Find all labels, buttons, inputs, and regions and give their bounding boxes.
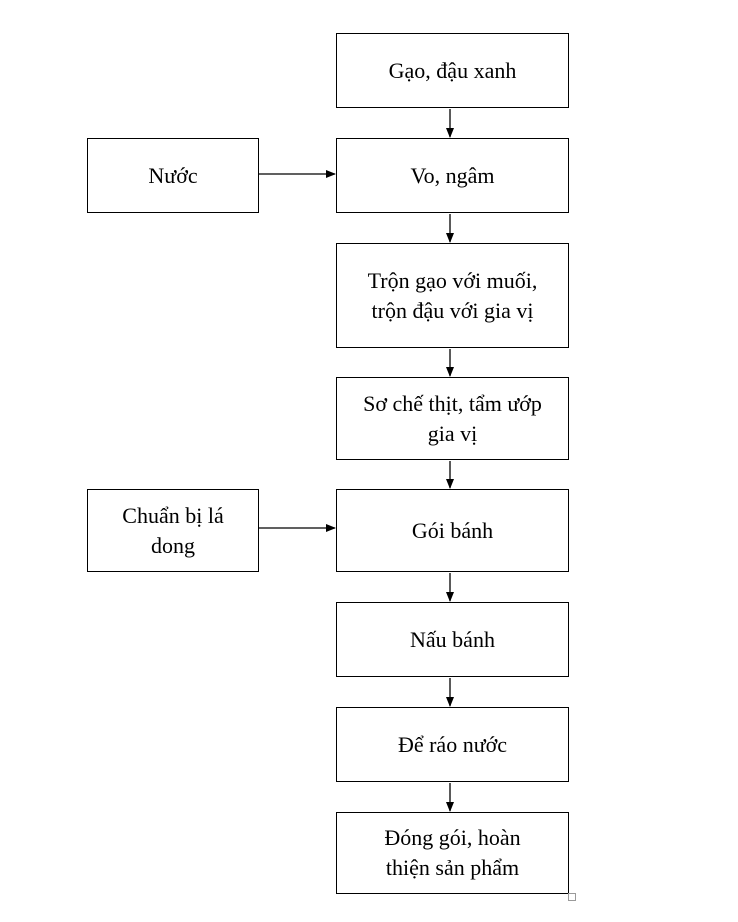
input-label: Nước [148, 162, 198, 188]
step-box-wrap-cake: Gói bánh [336, 489, 569, 572]
step-label: Để ráo nước [397, 731, 508, 757]
step-label: Nấu bánh [410, 626, 495, 652]
step-box-wash-soak: Vo, ngâm [336, 138, 569, 213]
step-box-drain: Để ráo nước [336, 707, 569, 782]
step-box-package: Đóng gói, hoàn thiện sản phẩm [336, 812, 569, 894]
step-label: Đóng gói, hoàn thiện sản phẩm [384, 825, 521, 880]
step-label: Trộn gạo với muối, trộn đậu với gia vị [367, 267, 538, 323]
step-box-mix: Trộn gạo với muối, trộn đậu với gia vị [336, 243, 569, 348]
step-label: Sơ chế thịt, tẩm ướp gia vị [363, 390, 542, 446]
step-box-prepare-meat: Sơ chế thịt, tẩm ướp gia vị [336, 377, 569, 460]
resize-handle-icon [568, 893, 576, 901]
step-box-rice-mungbean: Gạo, đậu xanh [336, 33, 569, 108]
input-label: Chuẩn bị lá dong [122, 502, 224, 558]
step-label: Gói bánh [411, 517, 494, 543]
input-box-dong-leaves: Chuẩn bị lá dong [87, 489, 259, 572]
input-box-water: Nước [87, 138, 259, 213]
step-label: Vo, ngâm [410, 162, 495, 188]
step-label: Gạo, đậu xanh [388, 57, 517, 83]
step-box-cook-cake: Nấu bánh [336, 602, 569, 677]
